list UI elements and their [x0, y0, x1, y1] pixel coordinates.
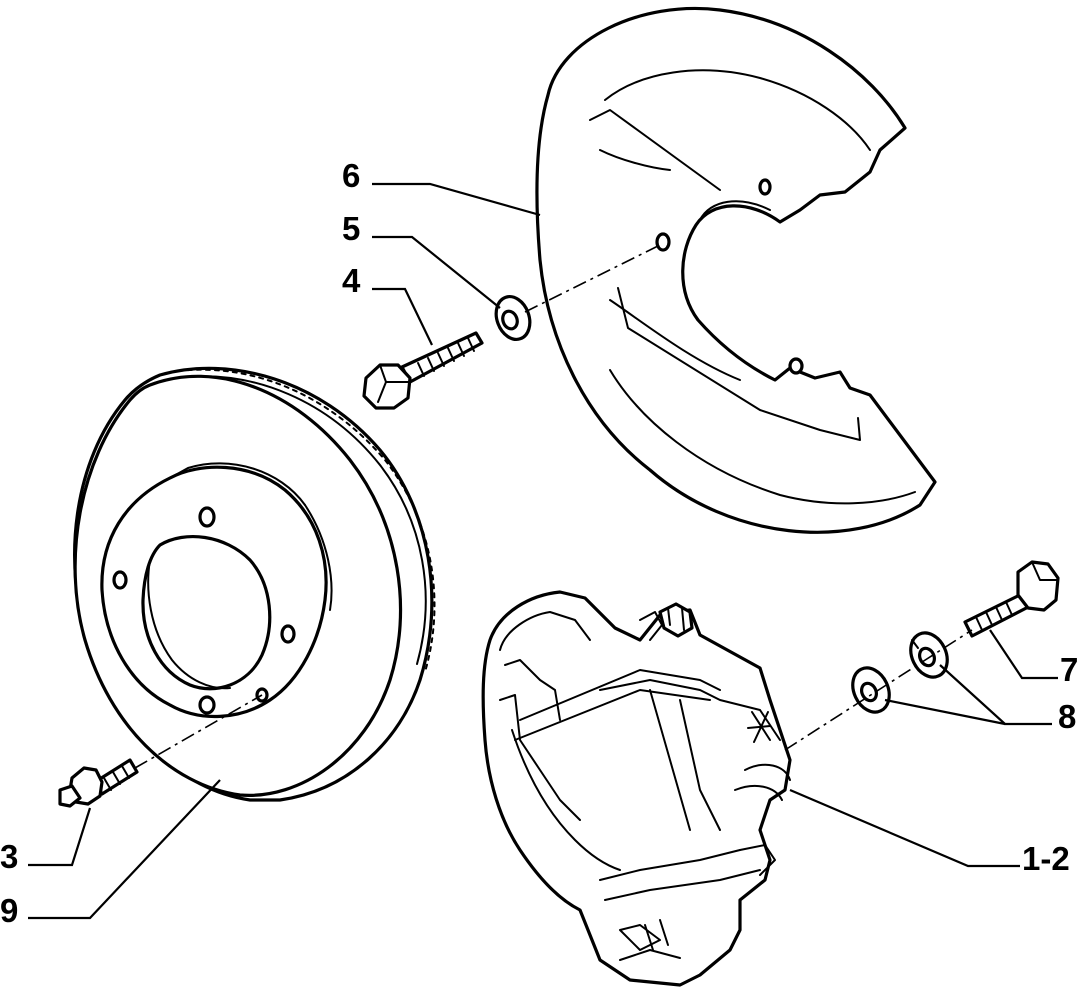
- leader-lines: [28, 182, 1058, 920]
- brake-caliper: [481, 590, 792, 987]
- callout-labels: 6 5 4 3 9 7 8 1-2: [0, 157, 1078, 929]
- callout-4: 4: [342, 262, 361, 299]
- shield-bolt-axis: [524, 244, 661, 313]
- leader-3: [28, 807, 92, 867]
- callout-5: 5: [342, 210, 360, 247]
- leader-1-2: [789, 788, 1020, 868]
- leader-9: [28, 779, 221, 920]
- callout-1-2: 1-2: [1022, 840, 1070, 877]
- leader-6: [372, 182, 541, 217]
- leader-8b: [884, 698, 1006, 726]
- shield-washer: [494, 295, 532, 341]
- brake-disc: [73, 366, 436, 802]
- shield-bolt: [362, 331, 484, 410]
- callout-7: 7: [1060, 651, 1078, 688]
- dust-shield: [535, 6, 937, 534]
- disc-bolt-axis: [134, 694, 263, 769]
- caliper-washers: [851, 631, 949, 714]
- callout-9: 9: [0, 892, 18, 929]
- caliper-bolt: [963, 560, 1060, 638]
- callout-3: 3: [0, 838, 18, 875]
- callout-8: 8: [1058, 698, 1076, 735]
- leader-5: [372, 235, 501, 309]
- disc-bolt: [58, 758, 139, 808]
- caliper-bolt-axis: [784, 629, 973, 751]
- leader-7: [989, 629, 1058, 680]
- leader-4: [372, 287, 433, 346]
- assembly-axes: [134, 244, 973, 769]
- callout-6: 6: [342, 157, 360, 194]
